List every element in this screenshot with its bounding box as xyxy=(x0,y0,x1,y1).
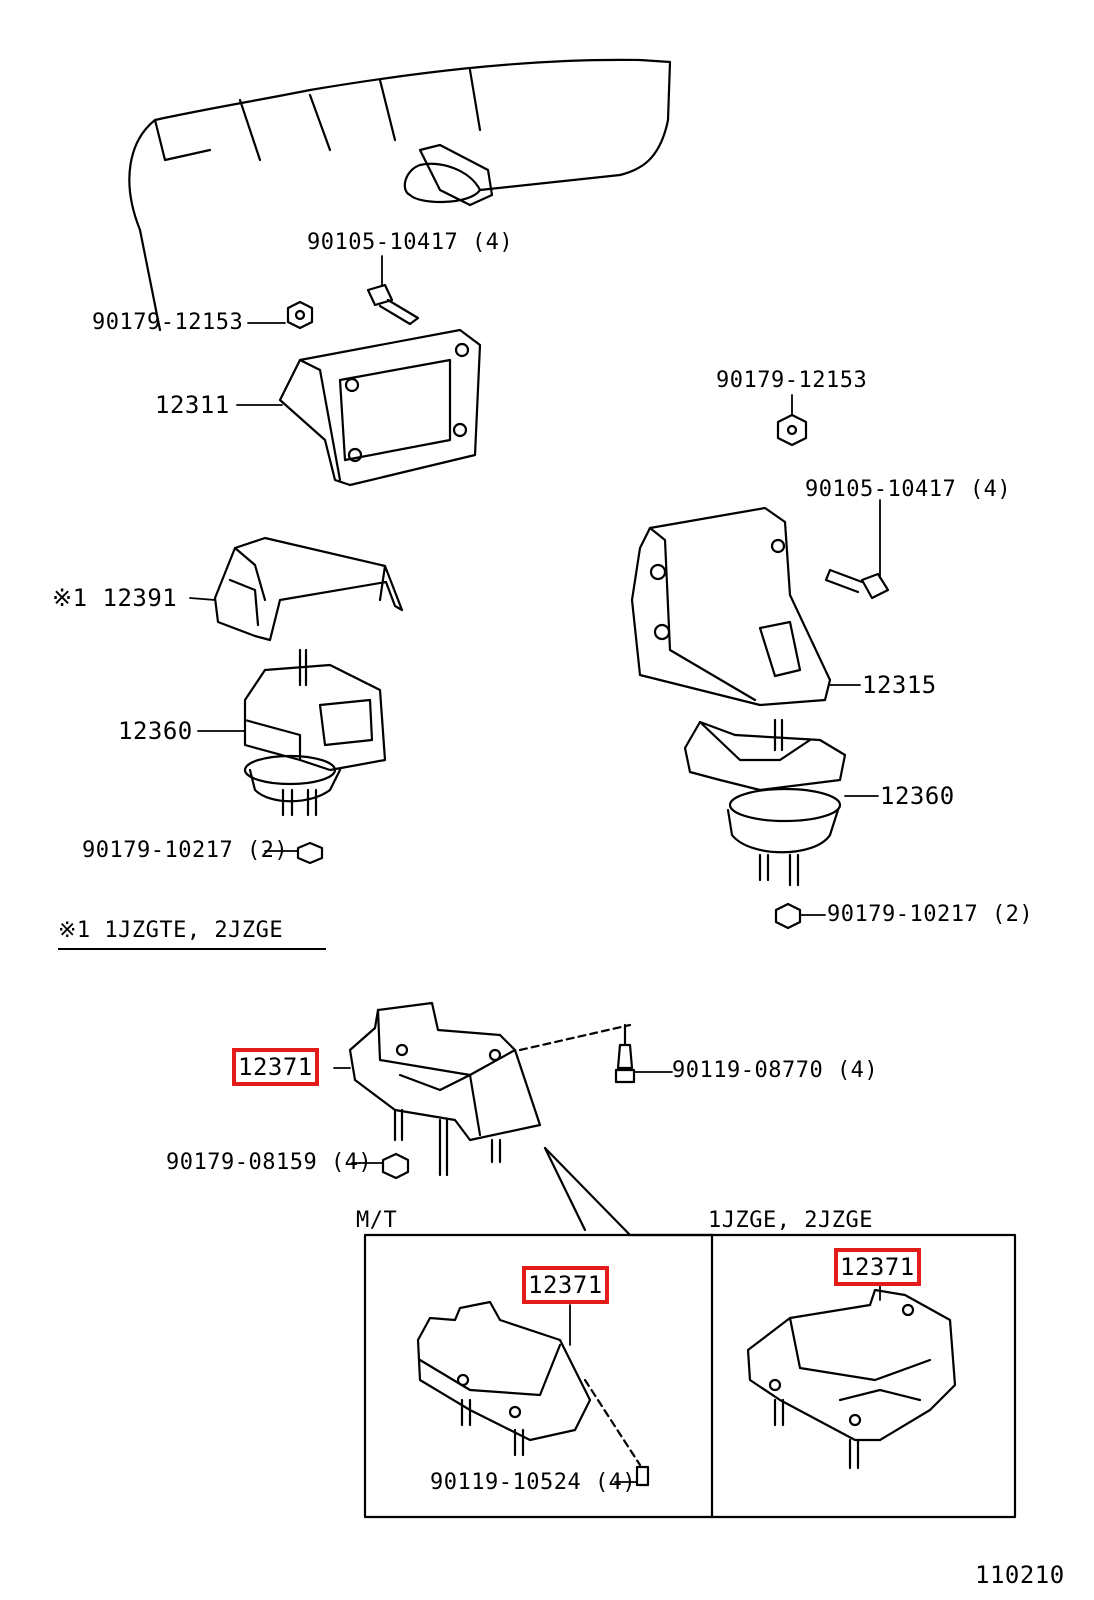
nut-08159 xyxy=(381,1152,410,1180)
inset-title-engines: 1JZGE, 2JZGE xyxy=(708,1208,873,1233)
part-label-90105-10417-top: 90105-10417 (4) xyxy=(307,230,514,255)
part-label-12360-left: 12360 xyxy=(118,717,193,745)
nut-bottom-right xyxy=(774,902,802,930)
nut-left xyxy=(286,300,314,330)
inset-left-mount xyxy=(416,1300,650,1487)
nut-bottom-left xyxy=(296,841,324,865)
nut-right xyxy=(776,413,808,447)
part-label-12311: 12311 xyxy=(155,391,230,419)
transmission-mount-main xyxy=(348,1001,714,1237)
part-label-90119-08770: 90119-08770 (4) xyxy=(672,1058,879,1083)
part-label-90105-10417-right: 90105-10417 (4) xyxy=(805,477,1012,502)
leader-lines xyxy=(189,255,881,1483)
mount-12360-left xyxy=(243,648,387,817)
inset-title-mt: M/T xyxy=(356,1208,398,1233)
bolt-08770 xyxy=(614,1023,636,1084)
part-label-90179-08159: 90179-08159 (4) xyxy=(166,1150,373,1175)
part-label-12371-main: 12371 xyxy=(232,1048,319,1086)
bolt-right xyxy=(824,568,890,600)
engine-note: ※1 1JZGTE, 2JZGE xyxy=(58,918,326,950)
part-label-12391: ※1 12391 xyxy=(52,584,178,612)
part-label-12371-jzge: 12371 xyxy=(834,1248,921,1286)
part-label-90119-10524: 90119-10524 (4) xyxy=(430,1470,637,1495)
bracket-12315 xyxy=(630,506,832,707)
part-label-12360-right: 12360 xyxy=(880,782,955,810)
part-label-12371-mt: 12371 xyxy=(522,1266,609,1304)
figure-number: 110210 xyxy=(975,1561,1065,1589)
bolt-top-left xyxy=(366,283,420,326)
part-label-90179-10217-left: 90179-10217 (2) xyxy=(82,838,289,863)
part-label-90179-12153-left: 90179-12153 xyxy=(92,310,244,335)
insulator-12391 xyxy=(213,536,404,642)
inset-frame xyxy=(363,1233,1017,1519)
inset-right-mount xyxy=(746,1288,957,1470)
mount-12360-right xyxy=(683,718,847,887)
engine-outline xyxy=(128,58,672,332)
part-label-90179-10217-right: 90179-10217 (2) xyxy=(827,902,1034,927)
bracket-12311 xyxy=(278,328,482,487)
part-label-12315: 12315 xyxy=(862,671,937,699)
part-label-90179-12153-right: 90179-12153 xyxy=(716,368,868,393)
